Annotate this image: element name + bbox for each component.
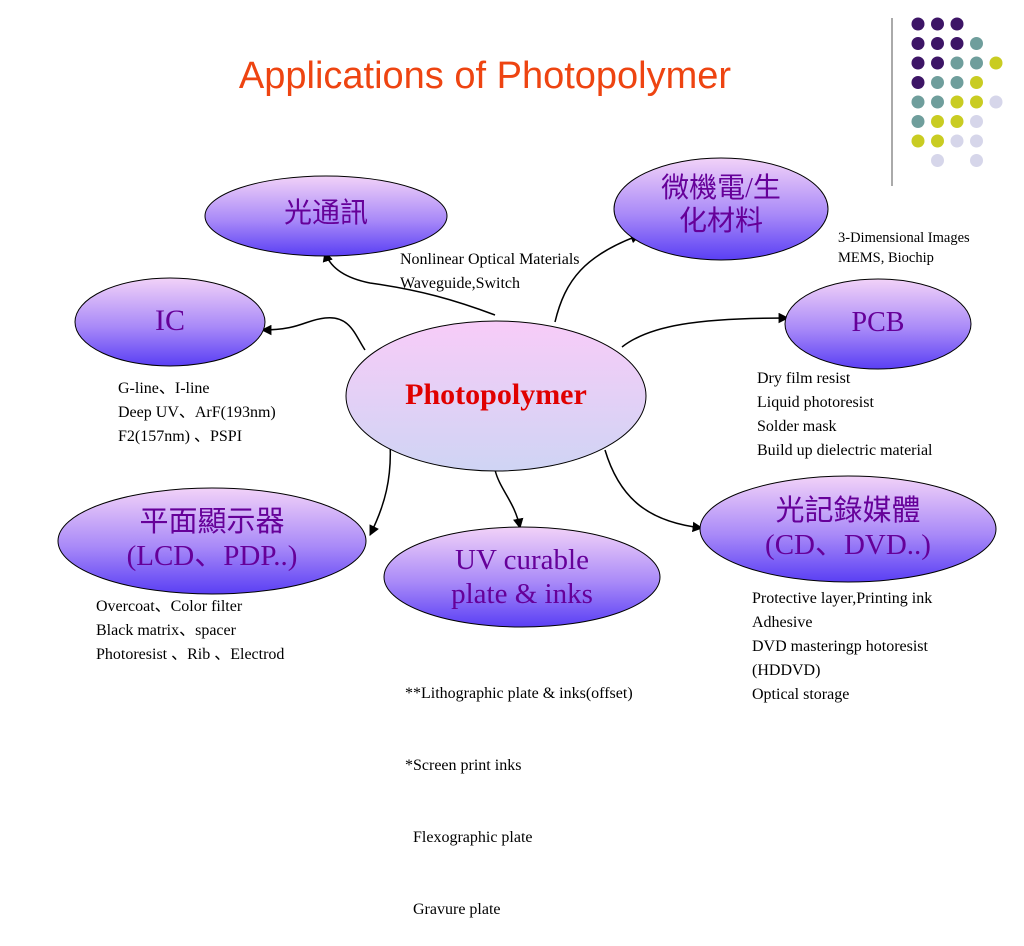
connector-mems-bio — [554, 233, 641, 323]
decorative-dot — [911, 134, 925, 148]
decorative-dot — [911, 37, 925, 50]
decorative-dot — [970, 95, 983, 109]
node-optical-storage-label: 光記錄媒體 (CD、DVD..) — [765, 495, 931, 562]
decorative-dot — [970, 37, 983, 50]
node-uv-curable-label: UV curable plate & inks — [451, 544, 593, 611]
node-optical-storage-oval — [699, 475, 997, 583]
note-pcb: Dry film resist Liquid photoresist Solde… — [757, 370, 933, 459]
decorative-dot — [931, 95, 944, 109]
connector-uv-curable — [494, 469, 524, 530]
decorative-dots — [911, 17, 1003, 167]
decorative-dot — [950, 76, 964, 89]
note-optical-comm: Nonlinear Optical Materials Waveguide,Sw… — [400, 251, 580, 292]
decorative-dot — [950, 95, 964, 109]
node-mems-bio-label: 微機電/生 化材料 — [661, 173, 781, 238]
decorative-dot — [989, 95, 1003, 109]
node-display-oval — [57, 487, 367, 595]
decorative-dot — [931, 76, 944, 89]
note-mems-bio: 3-Dimensional Images MEMS, Biochip — [838, 230, 970, 266]
decorative-dot — [931, 17, 944, 31]
node-display-label: 平面顯示器 (LCD、PDP..) — [126, 506, 298, 573]
node-ic-label: IC — [155, 304, 185, 337]
decorative-dot — [970, 154, 983, 167]
connector-display — [369, 441, 392, 536]
note-display: Overcoat、Color filter Black matrix、space… — [96, 598, 285, 663]
decorative-dot — [970, 115, 983, 128]
node-pcb-oval — [784, 278, 972, 370]
node-mems-bio-oval — [613, 157, 829, 261]
note-uv-curable: **Lithographic plate & inks(offset) *Scr… — [405, 685, 633, 918]
note-ic: G-line、I-line Deep UV、ArF(193nm) F2(157n… — [118, 380, 276, 445]
decorative-dot — [970, 56, 983, 70]
node-pcb-label: PCB — [851, 307, 905, 338]
center-label: Photopolymer — [405, 378, 587, 411]
connector-optical-storage — [604, 449, 704, 533]
decorative-dot — [970, 76, 983, 89]
decorative-dot — [911, 95, 925, 109]
decorative-dot — [931, 134, 944, 148]
decorative-dot — [911, 115, 925, 128]
decorative-dot — [950, 17, 964, 31]
slide-title: Applications of Photopolymer — [238, 55, 732, 97]
decorative-dot — [950, 134, 964, 148]
decorative-dot — [931, 37, 944, 50]
connector-optical-comm — [322, 250, 496, 316]
node-ic-oval — [74, 277, 266, 367]
decorative-dot — [931, 56, 944, 70]
decorative-dot — [911, 56, 925, 70]
decorative-dot — [911, 17, 925, 31]
note-optical-storage: Protective layer,Printing ink Adhesive D… — [752, 590, 933, 703]
decorative-dot — [931, 154, 944, 167]
connector-ic — [260, 317, 366, 351]
node-uv-curable-oval — [383, 526, 661, 628]
connectors — [260, 233, 790, 536]
center-oval — [345, 320, 647, 472]
decorative-dot — [970, 134, 983, 148]
decorative-dot — [950, 37, 964, 50]
connector-pcb — [621, 312, 790, 348]
decorative-dot — [931, 115, 944, 128]
decorative-dot — [950, 115, 964, 128]
mind-map-diagram — [57, 17, 1003, 628]
decorative-dot — [989, 56, 1003, 70]
node-optical-comm-oval — [204, 175, 448, 257]
decorative-dot — [950, 56, 964, 70]
node-optical-comm-label: 光通訊 — [283, 198, 368, 229]
decorative-dot — [911, 76, 925, 89]
